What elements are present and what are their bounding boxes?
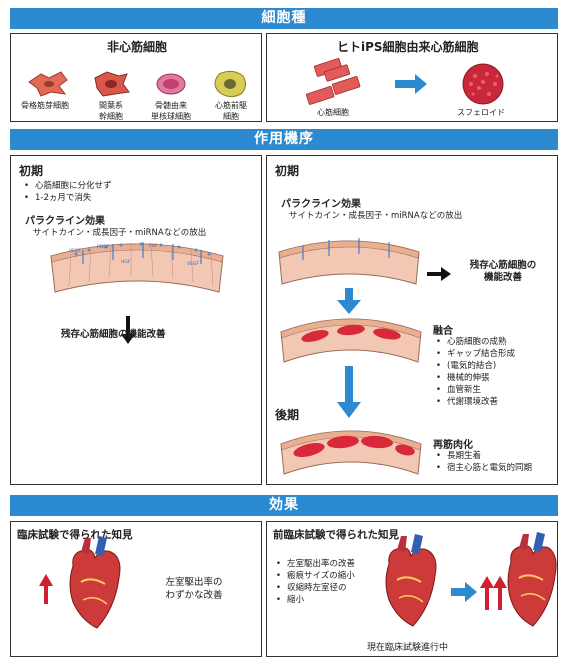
left-tissue-diagram xyxy=(11,156,263,486)
remuscle-bullets: 長期生着 宿主心筋と電気的同期 xyxy=(433,450,532,474)
cell-label-progenitor: 心筋前駆 細胞 xyxy=(203,100,259,122)
cardiomyocyte-cells-icon xyxy=(306,58,360,104)
bullet-item: ギャップ結合形成 xyxy=(433,348,515,360)
down-arrow-icon xyxy=(337,366,361,418)
cell-label-myoblast: 骨格筋芽細胞 xyxy=(17,100,73,111)
remuscle-title: 再筋肉化 xyxy=(433,436,473,451)
bullet-item: 宿主心筋と電気的同期 xyxy=(433,462,532,474)
bullet-item: 代謝環境改善 xyxy=(433,396,515,408)
section-header-cell-types: 細胞種 xyxy=(10,8,558,29)
bullet-item: 長期生着 xyxy=(433,450,532,462)
bullet-item: 血管新生 xyxy=(433,384,515,396)
down-arrow-icon xyxy=(337,288,361,314)
heart-icon xyxy=(508,532,556,626)
effect-right-panel: 前臨床試験で得られた知見 左室駆出率の改善 瘢痕サイズの縮小 収縮時左室径の 縮… xyxy=(266,521,558,657)
fusion-bullets: 心筋細胞の成熟 ギャップ結合形成 (電気的結合) 機械的伸張 血管新生 代謝環境… xyxy=(433,336,515,408)
right-tissue-diagrams xyxy=(267,156,559,486)
clinical-result: 左室駆出率の わずかな改善 xyxy=(139,576,249,602)
ips-cell-icons xyxy=(267,34,559,123)
clinical-result-line1: 左室駆出率の xyxy=(139,576,249,589)
heart-icon xyxy=(386,534,436,626)
non-cardiac-panel: 非心筋細胞 骨格筋芽細胞 間葉系 幹細胞 骨髄由来 単核球細胞 心筋前駆 細胞 xyxy=(10,33,262,122)
up-arrow-icon xyxy=(480,576,494,610)
cell-label-bmmnc: 骨髄由来 単核球細胞 xyxy=(141,100,201,122)
up-arrow-icon xyxy=(493,576,507,610)
right-result-line2: 機能改善 xyxy=(453,272,553,284)
spheroid-label: スフェロイド xyxy=(457,107,505,118)
factor-label: VEGF xyxy=(187,262,199,267)
section-header-effect: 効果 xyxy=(10,495,558,516)
factor-label: PDGF xyxy=(97,245,109,250)
ips-panel: ヒトiPS細胞由来心筋細胞 心筋細胞 スフェロイド xyxy=(266,33,558,122)
right-arrow-icon xyxy=(427,267,451,281)
effect-left-panel: 臨床試験で得られた知見 左室駆出率の わずかな改善 xyxy=(10,521,262,657)
effect-right-graphics xyxy=(267,522,559,658)
cell-label-msc: 間葉系 幹細胞 xyxy=(83,100,139,122)
section-header-mechanism: 作用機序 xyxy=(10,129,558,150)
preclinical-footer: 現在臨床試験進行中 xyxy=(367,640,448,653)
left-result: 残存心筋細胞の機能改善 xyxy=(61,326,166,340)
right-phase-late: 後期 xyxy=(275,406,299,423)
bullet-item: 機械的伸張 xyxy=(433,372,515,384)
factor-label: HGF xyxy=(121,260,130,265)
factor-label: FGF xyxy=(149,244,158,249)
heart-icon xyxy=(70,536,120,628)
mechanism-right-panel: 初期 パラクライン効果 サイトカイン・成長因子・miRNAなどの放出 残存心筋 xyxy=(266,155,558,485)
fusion-title: 融合 xyxy=(433,322,453,337)
right-arrow-icon xyxy=(395,74,427,94)
right-arrow-icon xyxy=(451,582,477,602)
mechanism-left-panel: 初期 心筋細胞に分化せず 1-2ヵ月で消失 パラクライン効果 サイトカイン・成長… xyxy=(10,155,262,485)
cardiomyocyte-label: 心筋細胞 xyxy=(317,107,349,118)
right-result-line1: 残存心筋細胞の xyxy=(453,260,553,272)
clinical-result-line2: わずかな改善 xyxy=(139,589,249,602)
bullet-item: (電気的結合) xyxy=(433,360,515,372)
bullet-item: 心筋細胞の成熟 xyxy=(433,336,515,348)
right-result: 残存心筋細胞の 機能改善 xyxy=(453,260,553,284)
up-arrow-icon xyxy=(39,574,53,604)
factor-label: VEGF xyxy=(69,249,81,254)
